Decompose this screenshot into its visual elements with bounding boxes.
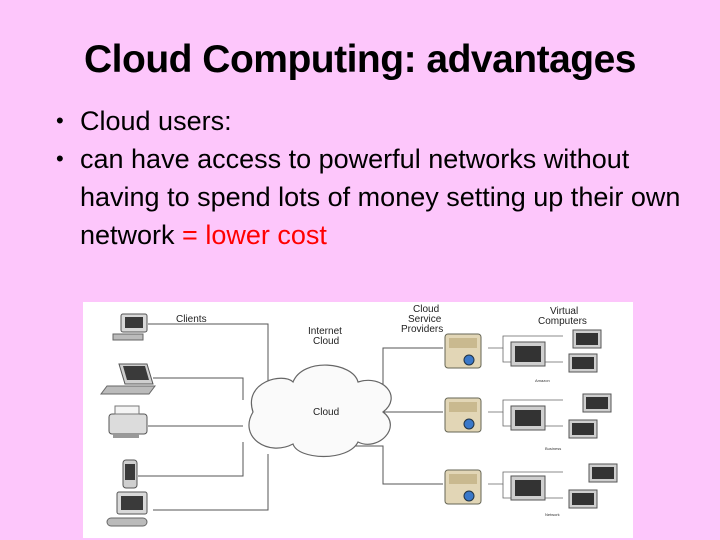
label-providers: Service [408, 314, 442, 325]
bullet-text: can have access to powerful networks wit… [80, 144, 681, 250]
label-virtual-computers: Virtual [550, 306, 578, 317]
bullet-dot: • [56, 108, 64, 133]
server-icon [444, 397, 482, 433]
label-network-1: Amazon [535, 378, 550, 383]
bullet-highlight: = lower cost [182, 220, 327, 250]
bullet-list: • Cloud users: • can have access to powe… [56, 102, 696, 254]
virtual-computer-group [510, 463, 618, 509]
label-network-3: Network [545, 512, 560, 517]
slide-title: Cloud Computing: advantages [84, 38, 637, 81]
label-internet-cloud: Internet [308, 326, 342, 337]
cloud-diagram-image: Clients Internet Cloud Cloud Cloud Servi… [83, 302, 633, 538]
label-network-2: Business [545, 446, 561, 451]
label-cloud: Cloud [313, 407, 339, 418]
bullet-text: Cloud users: [80, 106, 232, 136]
desktop-client-icon [112, 313, 148, 341]
phone-client-icon [122, 459, 138, 489]
label-internet-cloud: Cloud [313, 336, 339, 347]
laptop-client-icon [100, 363, 156, 395]
bullet-item: • Cloud users: [56, 102, 696, 140]
label-clients: Clients [176, 314, 207, 325]
label-virtual-computers: Computers [538, 316, 587, 327]
server-icon [444, 469, 482, 505]
client-connector-lines [138, 323, 269, 511]
bullet-dot: • [56, 146, 64, 171]
cloud-shape [248, 364, 392, 458]
monitor-client-icon [106, 491, 148, 527]
server-icon [444, 333, 482, 369]
virtual-computer-group [510, 329, 602, 373]
bullet-item: • can have access to powerful networks w… [56, 140, 696, 254]
label-providers: Providers [401, 324, 443, 335]
virtual-computer-group [510, 393, 612, 439]
label-providers: Cloud [413, 304, 439, 315]
printer-client-icon [108, 405, 148, 438]
